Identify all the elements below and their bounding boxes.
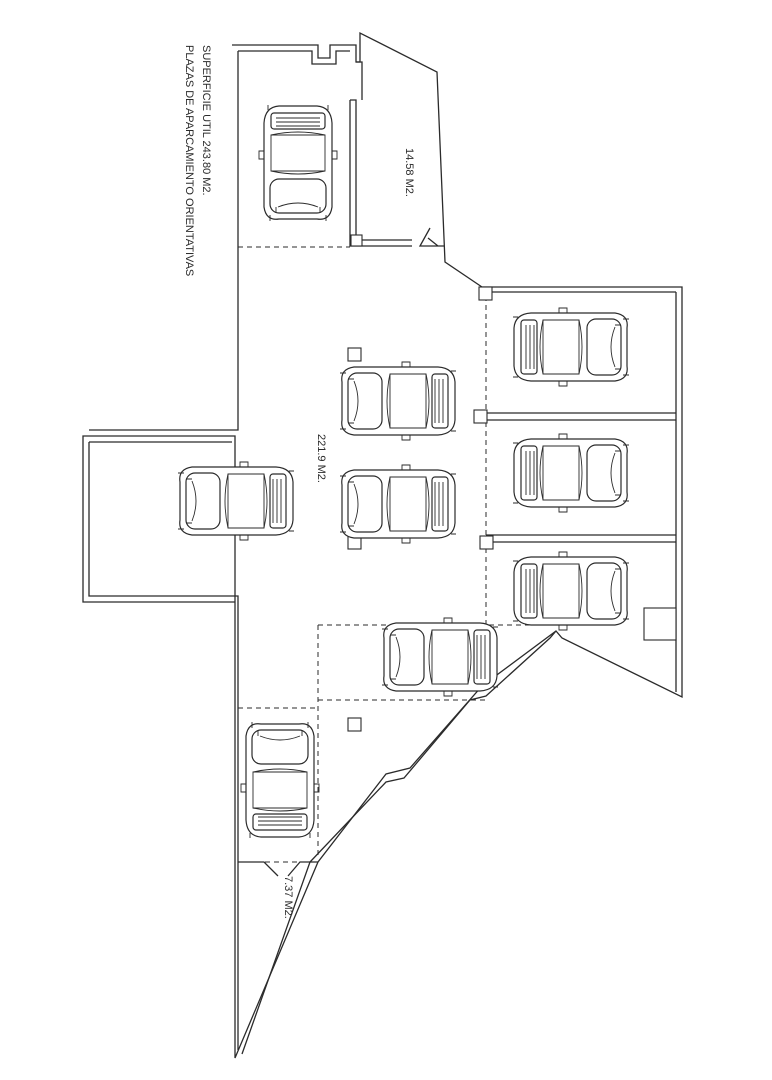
column-square-icon: [347, 347, 362, 362]
car-top-view-icon: [381, 617, 499, 697]
right-bay-divider: [486, 412, 676, 543]
diagonal-wall: [241, 630, 557, 1055]
outer-wall: [82, 31, 683, 1059]
car-top-view-icon: [258, 104, 338, 222]
car-top-view-icon: [240, 721, 320, 839]
column-square-icon: [350, 234, 363, 247]
column-square-icon: [473, 409, 488, 424]
storage-area-label: 14.58 M2.: [403, 148, 415, 197]
storage-room-wall: [349, 99, 444, 247]
storage-room-door: [356, 61, 363, 100]
car-top-view-icon: [512, 551, 630, 631]
surface-title: SUPERFICIE UTIL 243.80 M2.: [200, 45, 212, 196]
car-top-view-icon: [177, 461, 295, 541]
column-square-icon: [347, 717, 362, 732]
car-top-view-icon: [339, 464, 457, 544]
car-top-view-icon: [512, 307, 630, 387]
column-square-icon: [478, 286, 493, 301]
outer-wall-inner: [88, 50, 350, 1050]
parking-note: PLAZAS DE APARCAMIENTO ORIENTATIVAS: [183, 45, 195, 276]
car-top-view-icon: [512, 433, 630, 513]
column-square-icon: [479, 535, 494, 550]
main-area-label: 221.9 M2.: [315, 434, 327, 483]
small-area-label: 7.37 M2.: [282, 876, 294, 919]
column-square-icon: [643, 607, 677, 641]
car-top-view-icon: [339, 361, 457, 441]
